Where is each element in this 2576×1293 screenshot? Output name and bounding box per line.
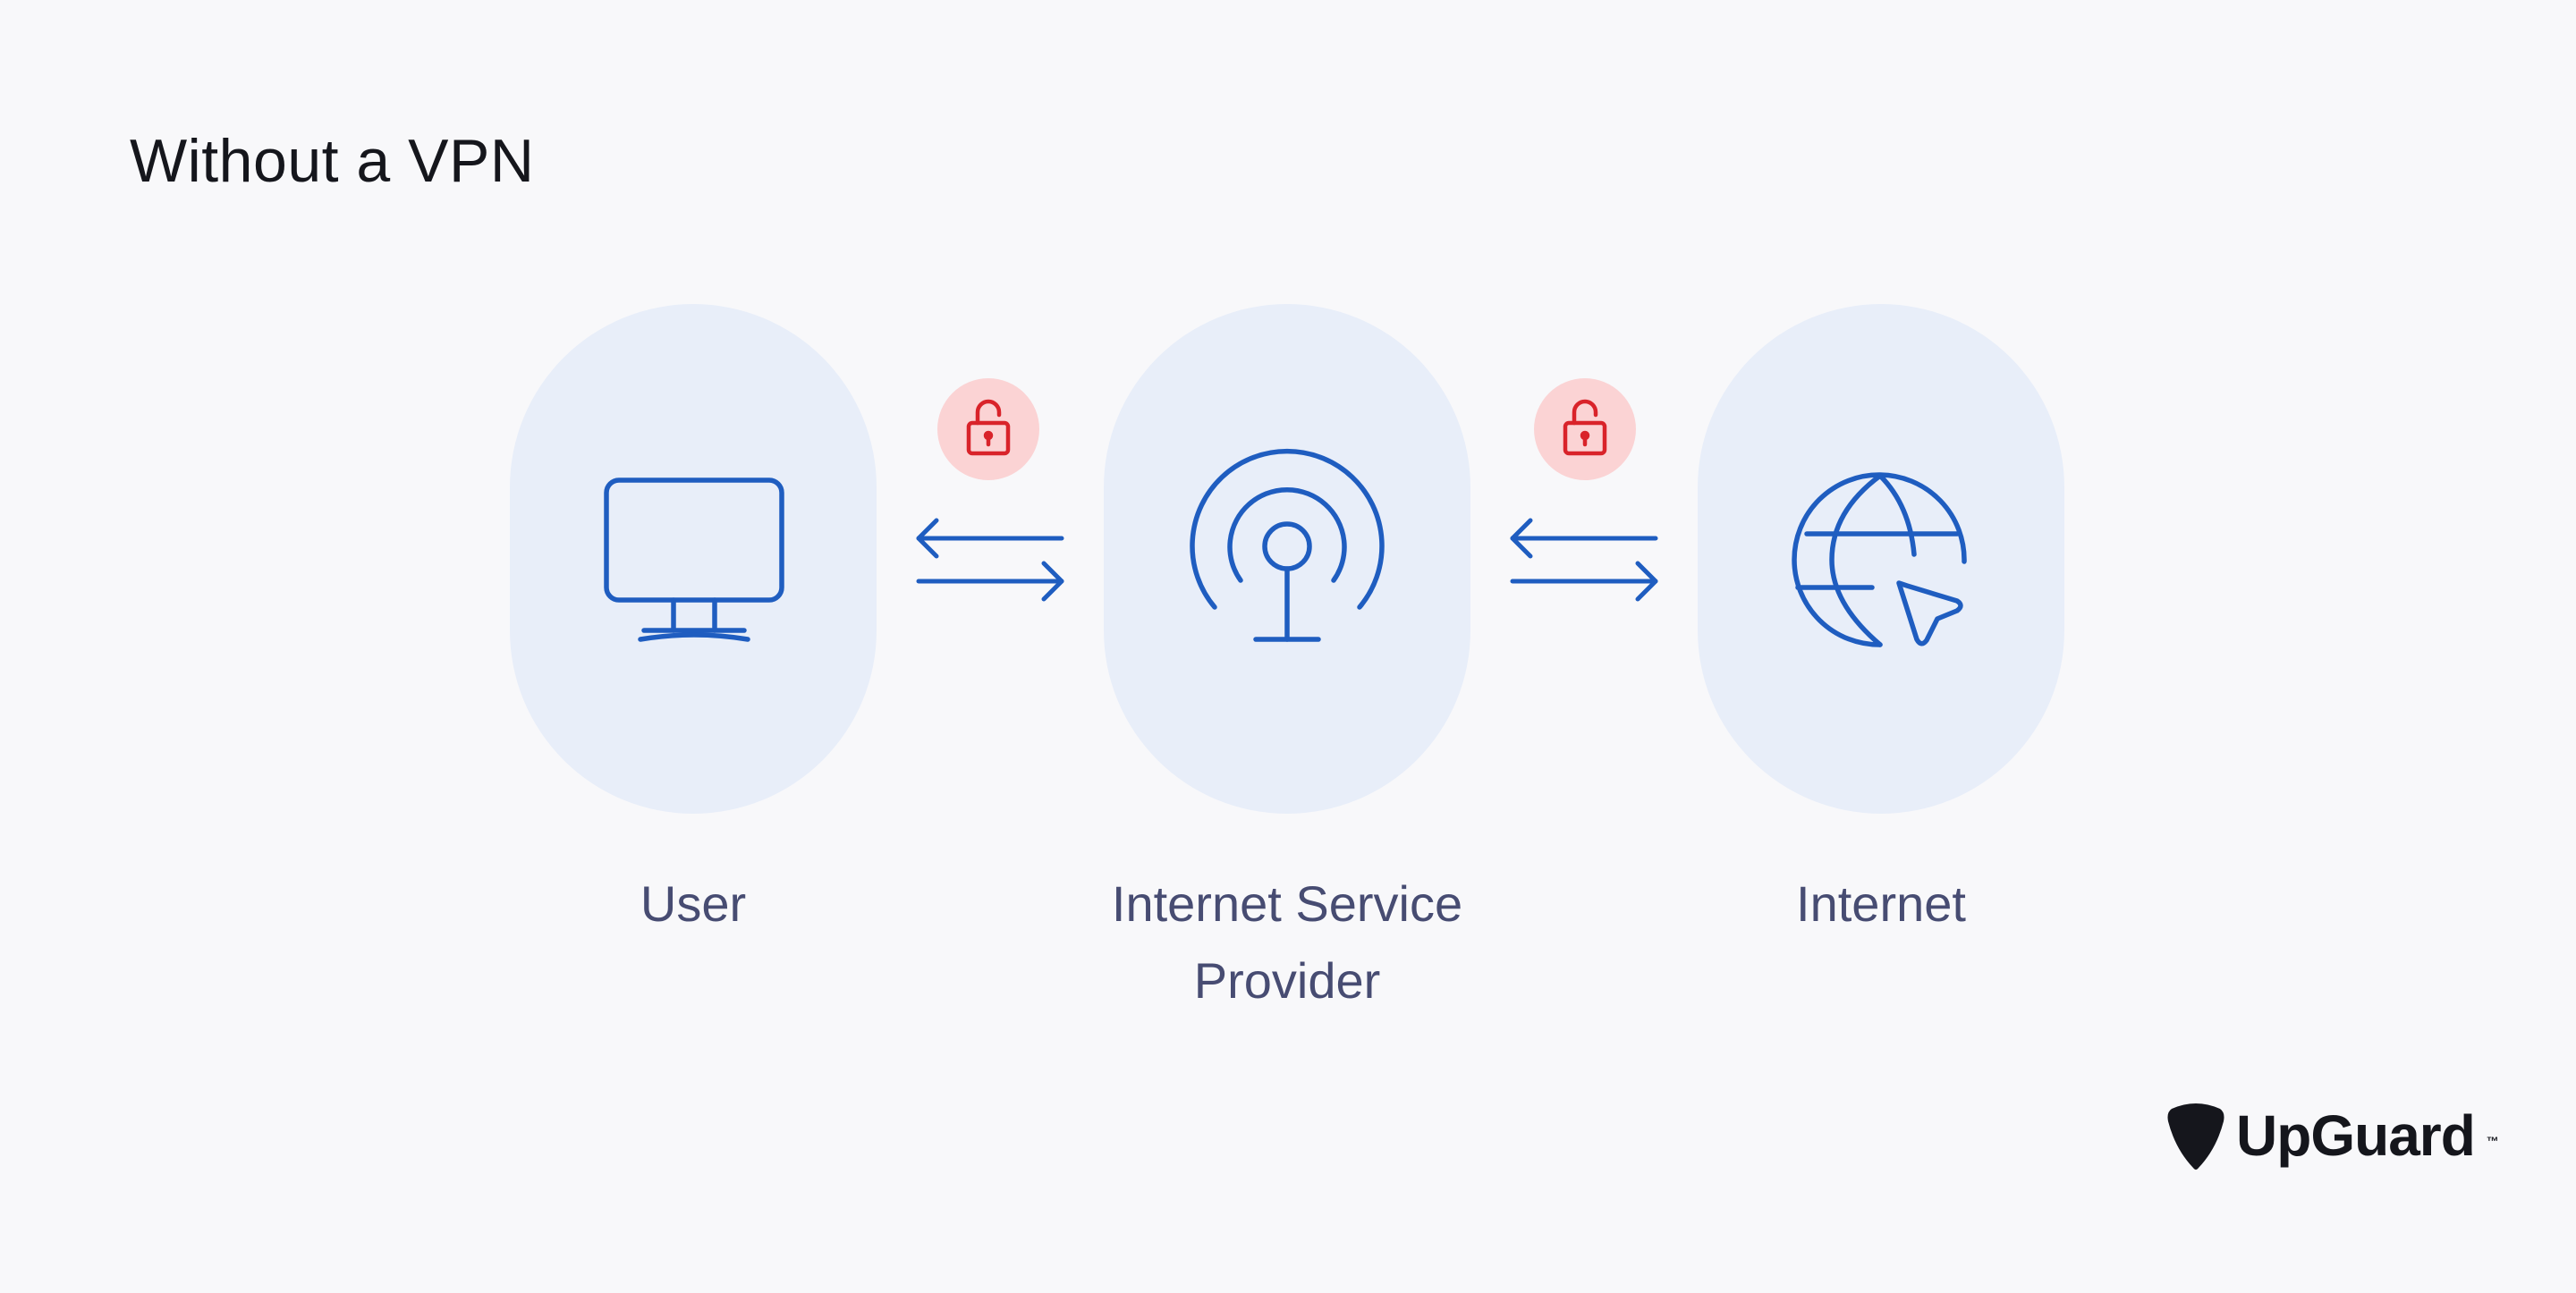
unlocked-padlock-icon	[966, 399, 1011, 456]
brand-name-text: UpGuard	[2236, 1103, 2476, 1168]
monitor-icon	[604, 477, 784, 642]
bidirectional-arrows-icon	[1510, 518, 1658, 602]
unlocked-padlock-icon	[1563, 399, 1607, 456]
user-label: User	[640, 875, 747, 932]
isp-label-text: Internet Service Provider	[1111, 875, 1463, 1009]
broadcast-tower-icon	[1190, 448, 1385, 642]
brand-trademark: ™	[2486, 1134, 2499, 1148]
isp-node	[1104, 304, 1470, 814]
user-node	[510, 304, 877, 814]
globe-cursor-icon	[1792, 472, 1967, 647]
internet-label: Internet	[1796, 875, 1966, 932]
internet-node	[1698, 304, 2064, 814]
brand-name: UpGuard ™	[2236, 1100, 2499, 1171]
page-title: Without a VPN	[130, 127, 535, 195]
upguard-logo-icon	[2167, 1103, 2224, 1170]
bidirectional-arrows-icon	[916, 518, 1064, 602]
unlocked-padlock-badge	[1534, 378, 1636, 480]
unlocked-padlock-badge	[937, 378, 1039, 480]
brand-logo: UpGuard ™	[2165, 1100, 2499, 1171]
isp-label: Internet Service Provider	[1037, 866, 1538, 1019]
